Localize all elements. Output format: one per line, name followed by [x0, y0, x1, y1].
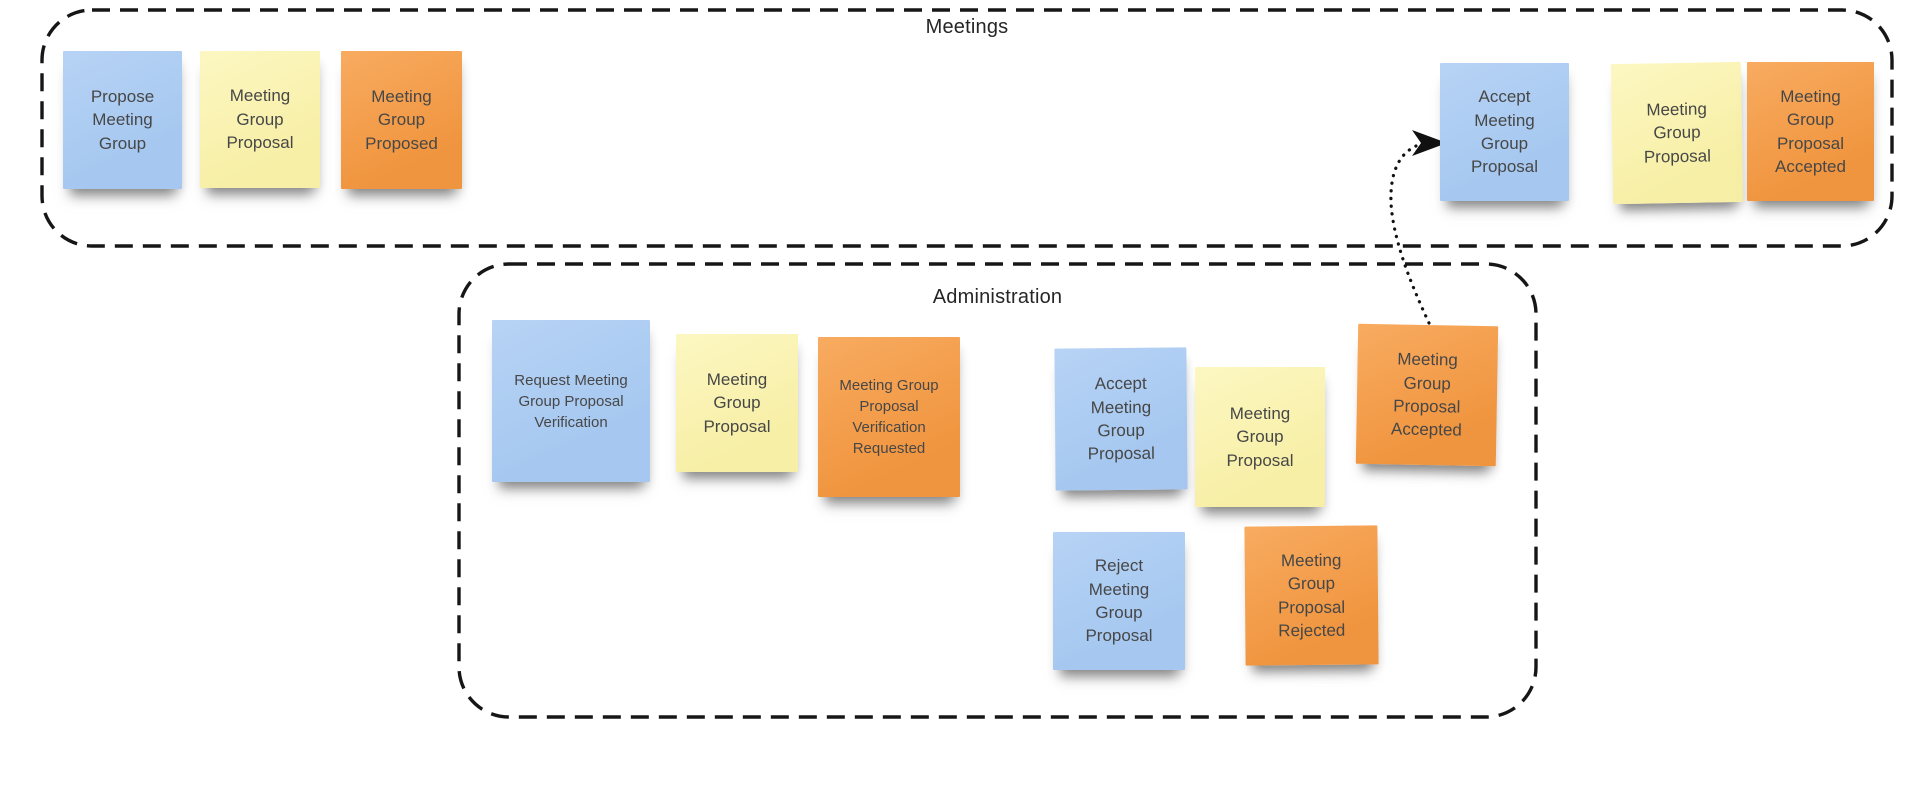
sticky-note-meeting-group-proposal[interactable]: Meeting Group Proposal	[1195, 367, 1325, 507]
sticky-note-propose-meeting-group[interactable]: Propose Meeting Group	[63, 51, 182, 189]
arrowhead-icon	[1412, 130, 1447, 156]
sticky-note-meeting-group-proposal-rejected[interactable]: Meeting Group Proposal Rejected	[1244, 525, 1379, 666]
sticky-note-meeting-group-proposal-accepted[interactable]: Meeting Group Proposal Accepted	[1355, 323, 1499, 467]
sticky-note-meeting-group-proposal-verification-requested[interactable]: Meeting Group Proposal Verification Requ…	[818, 337, 960, 497]
sticky-note-request-meeting-group-proposal-verification[interactable]: Request Meeting Group Proposal Verificat…	[492, 320, 650, 482]
sticky-note-meeting-group-proposed[interactable]: Meeting Group Proposed	[341, 51, 462, 189]
sticky-note-accept-meeting-group-proposal[interactable]: Accept Meeting Group Proposal	[1054, 347, 1188, 491]
administration-frame-border[interactable]	[457, 262, 1538, 719]
meetings-frame-title[interactable]: Meetings	[925, 16, 1009, 38]
sticky-note-meeting-group-proposal-accepted[interactable]: Meeting Group Proposal Accepted	[1747, 62, 1874, 201]
sticky-note-meeting-group-proposal[interactable]: Meeting Group Proposal	[676, 334, 798, 472]
sticky-note-meeting-group-proposal[interactable]: Meeting Group Proposal	[1610, 61, 1744, 205]
dotted-connector-arrow[interactable]	[1389, 144, 1431, 325]
meetings-frame-border[interactable]	[40, 8, 1894, 248]
sticky-note-accept-meeting-group-proposal[interactable]: Accept Meeting Group Proposal	[1440, 63, 1569, 201]
sticky-note-meeting-group-proposal[interactable]: Meeting Group Proposal	[200, 51, 320, 188]
administration-frame-title[interactable]: Administration	[932, 286, 1063, 308]
sticky-note-reject-meeting-group-proposal[interactable]: Reject Meeting Group Proposal	[1053, 532, 1185, 670]
